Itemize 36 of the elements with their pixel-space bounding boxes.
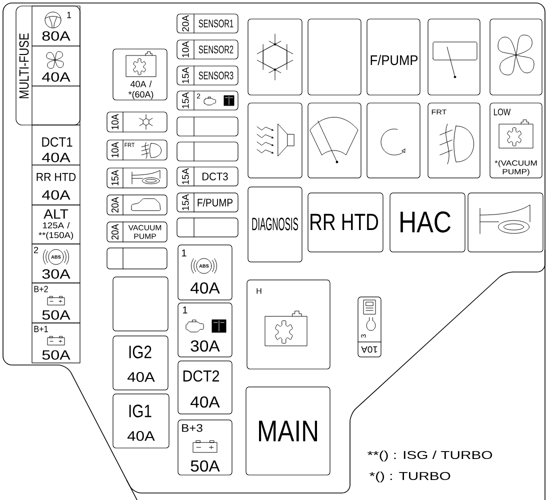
- relay: MAIN: [246, 386, 330, 476]
- fuse: ALT 125A / **(150A): [32, 204, 80, 244]
- empty-slot: [176, 218, 238, 238]
- fuse: 15A: [106, 168, 168, 188]
- node-label: LOW: [494, 108, 511, 116]
- fuse: 15A DCT3: [176, 166, 238, 186]
- relay: DIAGNOSIS: [248, 186, 302, 262]
- relay: 40A / *(60A): [112, 48, 168, 100]
- fuse: 20A: [106, 194, 168, 216]
- empty-slot: [176, 116, 238, 136]
- fuse: 40A: [32, 46, 80, 86]
- fuse: 1 80A: [32, 6, 80, 46]
- fuse: RR HTD 40A: [32, 164, 80, 206]
- fuse: DCT1 40A: [32, 124, 80, 166]
- relay: HAC: [390, 192, 466, 252]
- empty-slot: [112, 276, 168, 332]
- fuse: 15A F/PUMP: [176, 192, 238, 212]
- empty-slot: [176, 142, 238, 162]
- fuse: 10A SENSOR2: [176, 40, 238, 60]
- fuse: 10A: [106, 112, 168, 132]
- empty-slot: [308, 18, 362, 96]
- fuse: B+1 50A: [32, 322, 80, 364]
- fuse: 15A SENSOR3: [176, 66, 238, 86]
- footnote: **() : ISG / TURBO: [368, 450, 492, 462]
- relay: 1 30A: [178, 302, 232, 358]
- relay: RR HTD: [308, 192, 384, 252]
- relay: IG1 40A: [112, 394, 170, 448]
- relay: B+3 50A: [178, 420, 232, 476]
- fuse: B+2 50A: [32, 282, 80, 324]
- fuse: 20A SENSOR1: [176, 14, 238, 34]
- relay: IG2 40A: [112, 336, 168, 390]
- empty-slot: [32, 86, 80, 126]
- empty-slot: [106, 248, 168, 270]
- relay: F/PUMP: [366, 18, 420, 96]
- relay: DCT2 40A: [178, 360, 232, 414]
- footnote: *() : TURBO: [370, 472, 450, 482]
